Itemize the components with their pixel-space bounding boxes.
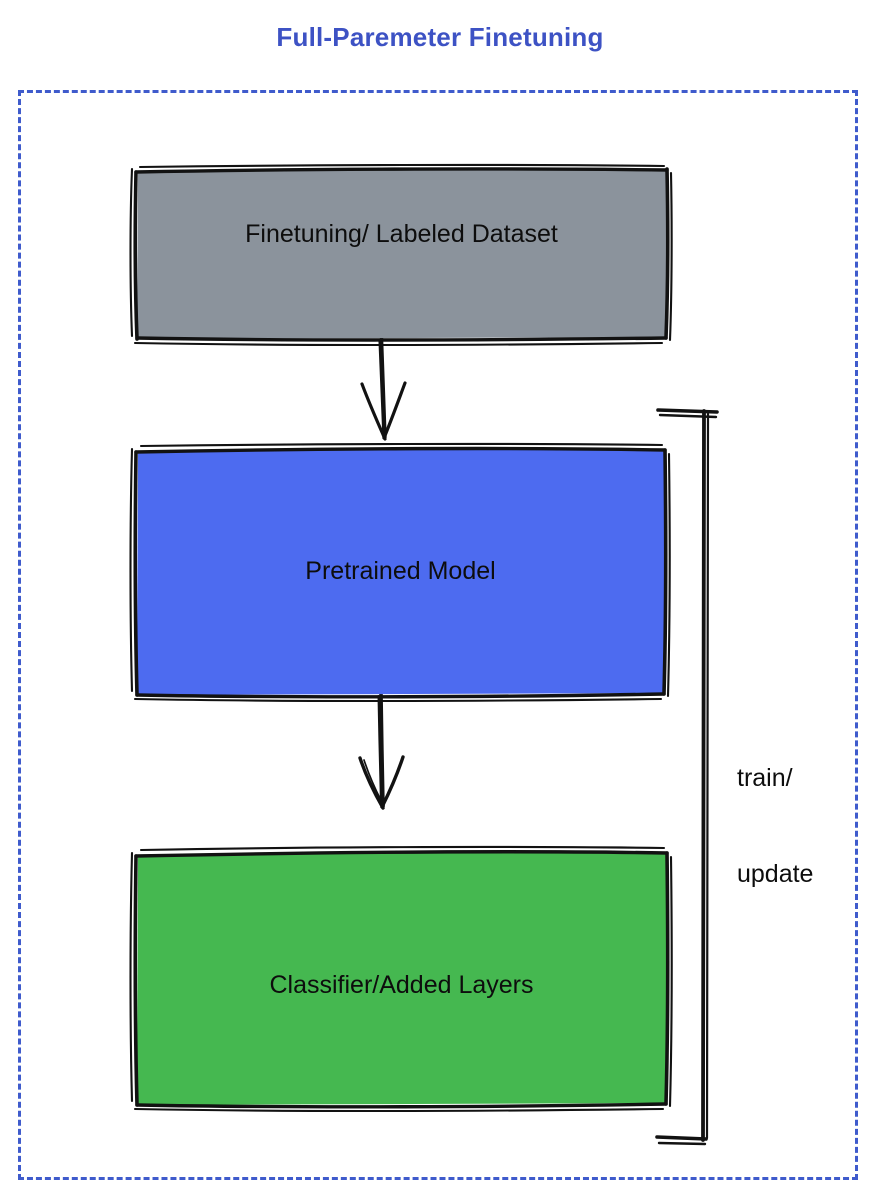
page-title: Full-Paremeter Finetuning xyxy=(276,22,604,52)
node-pretrained-shape xyxy=(129,442,671,702)
node-pretrained-label: Pretrained Model xyxy=(305,556,496,585)
edge-label-line-1: train/ xyxy=(737,764,793,792)
edge-feedback-loop xyxy=(655,408,719,1146)
edge-label-line-2: update xyxy=(737,860,814,888)
node-dataset[interactable]: Finetuning/ Labeled Dataset xyxy=(129,163,673,346)
node-pretrained[interactable]: Pretrained Model xyxy=(129,442,671,702)
node-classifier-label: Classifier/Added Layers xyxy=(269,970,534,999)
node-classifier[interactable]: Classifier/Added Layers xyxy=(129,845,673,1112)
node-dataset-shape xyxy=(129,163,673,346)
edge-label-train-update: train/ update xyxy=(737,698,813,954)
arrow-pretrained-to-classifier xyxy=(358,692,405,810)
node-classifier-shape xyxy=(129,845,673,1112)
node-dataset-label: Finetuning/ Labeled Dataset xyxy=(245,220,558,248)
arrow-dataset-to-pretrained xyxy=(360,336,407,441)
